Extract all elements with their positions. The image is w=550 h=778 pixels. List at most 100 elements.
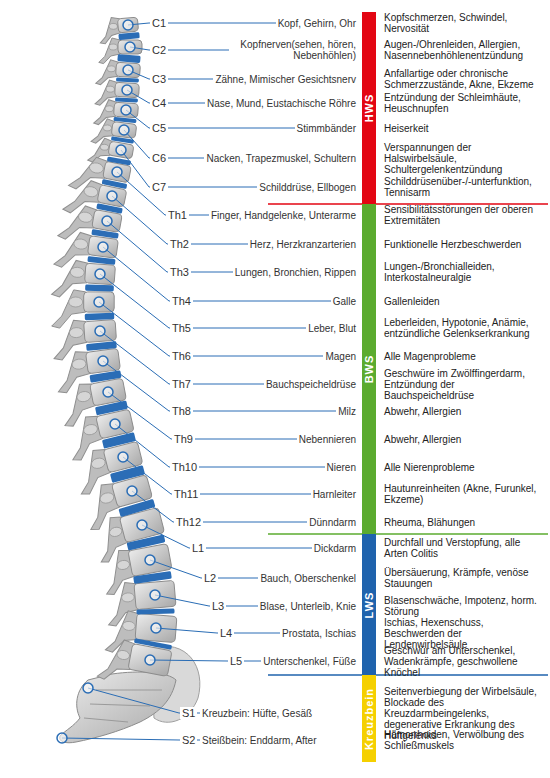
organ-label: Milz — [336, 406, 358, 417]
vertebra-body — [116, 62, 141, 78]
vertebra-facet — [99, 491, 115, 504]
organ-label: Dünndarm — [307, 517, 358, 528]
section-separator — [268, 533, 548, 535]
vertebra-marker — [150, 590, 160, 600]
vertebra-body — [135, 614, 177, 643]
vertebra-body — [85, 263, 116, 285]
symptom-text: Schilddrüsenüber-/-unterfunktion, Tennis… — [384, 176, 546, 198]
vertebra-label: L2 — [202, 572, 218, 584]
symptom-text: Übersäuerung, Krämpfe, venöse Stauungen — [384, 567, 546, 589]
vertebra-marker — [122, 85, 132, 95]
vertebra-marker — [123, 65, 133, 75]
intervertebral-disc — [86, 341, 117, 351]
symptom-text: Geschwür am Unterschenkel, Wadenkrämpfe,… — [384, 645, 546, 678]
intervertebral-disc — [102, 432, 136, 448]
organ-label: Bauch, Oberschenkel — [258, 573, 358, 584]
intervertebral-disc — [85, 313, 115, 321]
intervertebral-disc — [136, 608, 174, 614]
organ-label: Kreuzbein: Hüfte, Gesäß — [200, 708, 314, 719]
organ-label: Kopfnerven(sehen, hören, Nebenhöhlen) — [229, 39, 358, 61]
vertebra-label: C2 — [150, 44, 168, 56]
region-band: Kreuzbein — [362, 675, 376, 762]
organ-label: Nase, Mund, Eustachische Röhre — [205, 98, 358, 109]
vertebra-label: Th12 — [174, 516, 203, 528]
vertebra-marker — [57, 733, 67, 743]
symptom-text: Rheuma, Blähungen — [384, 517, 546, 528]
vertebra-marker — [112, 167, 122, 177]
intervertebral-disc — [87, 256, 115, 265]
region-label: LWS — [363, 591, 375, 618]
vertebra-body — [84, 292, 115, 312]
intervertebral-disc — [91, 229, 118, 239]
vertebra-marker — [116, 145, 126, 155]
vertebra-facet — [69, 327, 84, 338]
vertebra-marker — [145, 555, 155, 565]
vertebra-label: C7 — [150, 181, 168, 193]
organ-label: Magen — [323, 351, 358, 362]
vertebra-label: L4 — [218, 627, 234, 639]
organ-label: Nacken, Trapezmuskel, Schultern — [204, 153, 358, 164]
vertebra-marker — [118, 452, 128, 462]
vertebra-marker — [83, 683, 93, 693]
organ-label: Harnleiter — [311, 489, 358, 500]
vertebra-facet — [109, 44, 117, 50]
organ-label: Zähne, Mimischer Gesichtsnerv — [213, 74, 358, 85]
intervertebral-disc — [117, 54, 140, 63]
vertebra-label: L5 — [228, 655, 244, 667]
region-label: HWS — [363, 94, 375, 123]
organ-label: Schilddrüse, Ellbogen — [257, 182, 358, 193]
symptom-text: Lungen-/Bronchialleiden, Interkostalneur… — [384, 261, 546, 283]
organ-label: Galle — [331, 296, 358, 307]
vertebra-marker — [110, 419, 120, 429]
intervertebral-disc — [96, 203, 123, 213]
vertebra-label: Th3 — [168, 266, 191, 278]
symptom-text: Augen-/Ohrenleiden, Allergien, Nasennebe… — [384, 39, 546, 61]
vertebra-label: Th5 — [170, 322, 193, 334]
intervertebral-disc — [127, 534, 166, 550]
symptom-text: Hämorrhoiden, Verwölbung des Schließmusk… — [384, 729, 546, 751]
vertebra-label: Th1 — [166, 209, 189, 221]
symptom-text: Verspannungen der Halswirbelsäule, Schul… — [384, 142, 546, 175]
vertebra-label: C1 — [150, 17, 168, 29]
vertebra-label: C6 — [150, 152, 168, 164]
vertebra-label: S1 — [180, 707, 197, 719]
vertebra-facet — [106, 86, 115, 92]
symptom-text: Funktionelle Herzbeschwerden — [384, 239, 546, 250]
vertebra-facet — [122, 621, 135, 631]
symptom-text: Geschwüre im Zwölffingerdarm, Entzündung… — [384, 368, 546, 401]
symptom-text: Hautunreinheiten (Akne, Furunkel, Ekzeme… — [384, 483, 546, 505]
organ-label: Unterschenkel, Füße — [261, 656, 358, 667]
vertebra-body — [117, 17, 138, 33]
vertebra-body — [118, 40, 142, 54]
symptom-text: Kopfschmerzen, Schwindel, Nervosität — [384, 12, 546, 34]
intervertebral-disc — [89, 370, 121, 382]
symptom-text: Sensibilitätsstörungen der oberen Extrem… — [384, 204, 546, 226]
intervertebral-disc — [85, 284, 114, 291]
intervertebral-disc — [102, 179, 128, 189]
vertebra-label: L3 — [210, 600, 226, 612]
intervertebral-disc — [116, 77, 139, 82]
vertebra-marker — [95, 269, 105, 279]
vertebra-label: L1 — [190, 542, 206, 554]
vertebra-facet — [103, 124, 112, 131]
vertebra-marker — [103, 387, 113, 397]
symptom-text: Entzündung der Schleimhäute, Heuschnupfe… — [384, 92, 546, 114]
vertebra-marker — [119, 125, 129, 135]
symptom-text: Abwehr, Allergien — [384, 406, 546, 417]
symptom-text: Alle Magenprobleme — [384, 351, 546, 362]
symptom-text: Durchfall und Verstopfung, alle Arten Co… — [384, 537, 546, 559]
intervertebral-disc — [134, 638, 172, 650]
vertebra-body — [87, 236, 118, 258]
vertebra-label: Th4 — [170, 295, 193, 307]
leader-line — [117, 172, 356, 215]
vertebra-facet — [76, 390, 92, 402]
vertebra-label: C3 — [150, 73, 168, 85]
intervertebral-disc — [133, 571, 172, 584]
symptom-text: Blasenschwäche, Impotenz, horm. Störung — [384, 595, 546, 617]
organ-label: Steißbein: Enddarm, After — [200, 735, 319, 746]
vertebra-facet — [83, 185, 99, 198]
organ-label: Bauchspeicheldrüse — [264, 379, 358, 390]
symptom-text: Gallenleiden — [384, 296, 546, 307]
leader-line — [115, 424, 356, 467]
vertebra-facet — [70, 267, 85, 278]
